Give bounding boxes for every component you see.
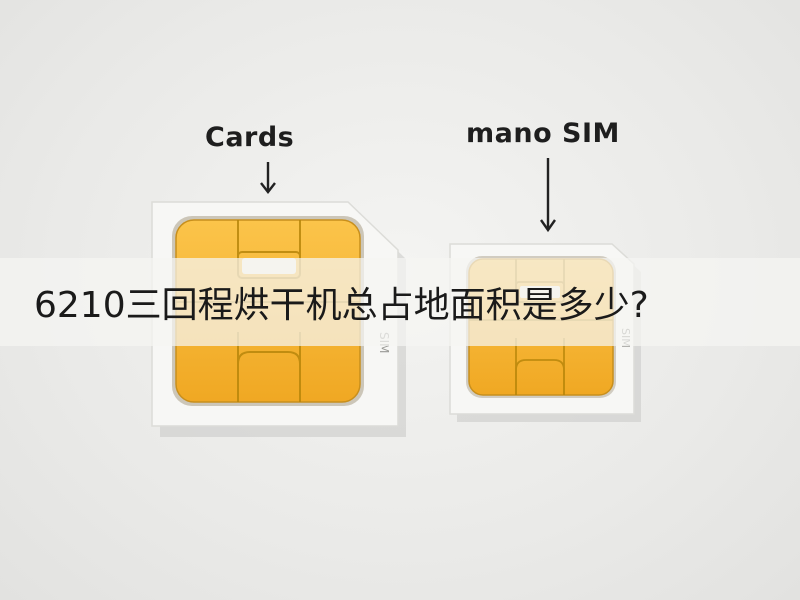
caption-band <box>0 258 800 346</box>
cards-arrow-icon <box>260 162 276 194</box>
caption-text: 6210三回程烘干机总占地面积是多少? <box>34 285 649 326</box>
nano-sim-label: mano SIM <box>466 118 620 149</box>
cards-label: Cards <box>205 122 295 153</box>
nano-sim-arrow-icon <box>540 158 556 233</box>
